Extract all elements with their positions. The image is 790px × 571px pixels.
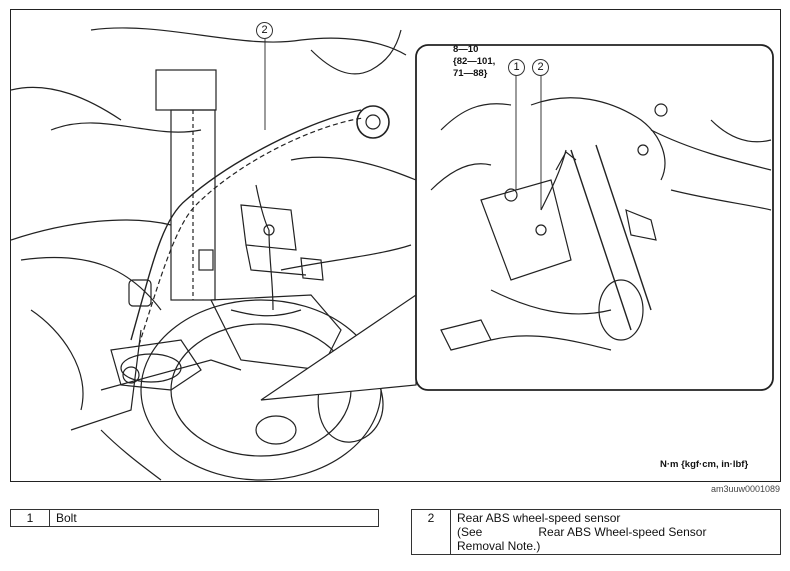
wheel-stud [255,415,297,445]
units-label: N·m {kgf·cm, in·lbf} [660,459,749,470]
torque-value-inlbf: 71—88} [453,68,488,79]
body-contour [290,156,417,181]
sensor-cable [130,109,362,341]
caliper [210,294,342,371]
brake-line [255,184,270,231]
body-contour [50,122,202,133]
figure-code: am3uuw0001089 [710,484,780,494]
body-contour [310,29,402,75]
lower-arm [70,329,142,431]
body-contour [11,86,122,121]
legend-see-prefix: (See [457,525,483,539]
callout-1-detail: 1 [508,59,525,76]
legend-see-line: (See Rear ABS Wheel-speed Sensor [457,525,774,539]
removal-note-link[interactable]: Rear ABS Wheel-speed Sensor [538,525,707,539]
sensor-grommet-inner [365,114,381,130]
service-diagram: 2 8—10 {82—101, 71—88} 1 2 N·m {kgf·cm, … [10,9,781,482]
callout-2-detail: 2 [532,59,549,76]
strut-upper [155,69,217,111]
cable-clip [128,279,152,307]
detail-pointer [260,293,417,401]
legend-number: 2 [411,509,451,555]
strut-mount [198,249,214,271]
bracket [240,204,297,251]
bracket-tab [300,257,324,281]
sensor-grommet [356,105,390,139]
body-contour [20,256,162,311]
body-contour [280,244,412,271]
detail-inset [415,44,774,391]
body-contour [100,429,162,481]
legend-table-left: 1 Bolt [10,509,379,527]
knuckle [110,339,202,391]
line-drawing [11,27,774,481]
legend-title: Rear ABS wheel-speed sensor [457,511,621,525]
sensor-cable-hidden [138,117,364,346]
body-contour [30,309,84,411]
torque-spec: 8—10 {82—101, 71—88} [453,44,495,80]
torque-value-kgfcm: {82—101, [453,56,496,67]
bracket [245,244,307,276]
brake-hose [230,309,302,317]
body-contour [90,27,407,56]
body-contour [11,219,172,241]
brake-hose [268,229,274,311]
torque-value-nm: 8—10 [453,44,479,55]
callout-2-main: 2 [256,22,273,39]
knuckle-bolt [122,366,140,384]
legend-text: Bolt [49,509,379,527]
detail-drawing [430,70,772,351]
legend-row: 1 Bolt [10,509,379,527]
legend-note-end: Removal Note.) [457,539,541,553]
legend-number: 1 [10,509,50,527]
legend-text: Rear ABS wheel-speed sensor (See Rear ABS… [450,509,781,555]
